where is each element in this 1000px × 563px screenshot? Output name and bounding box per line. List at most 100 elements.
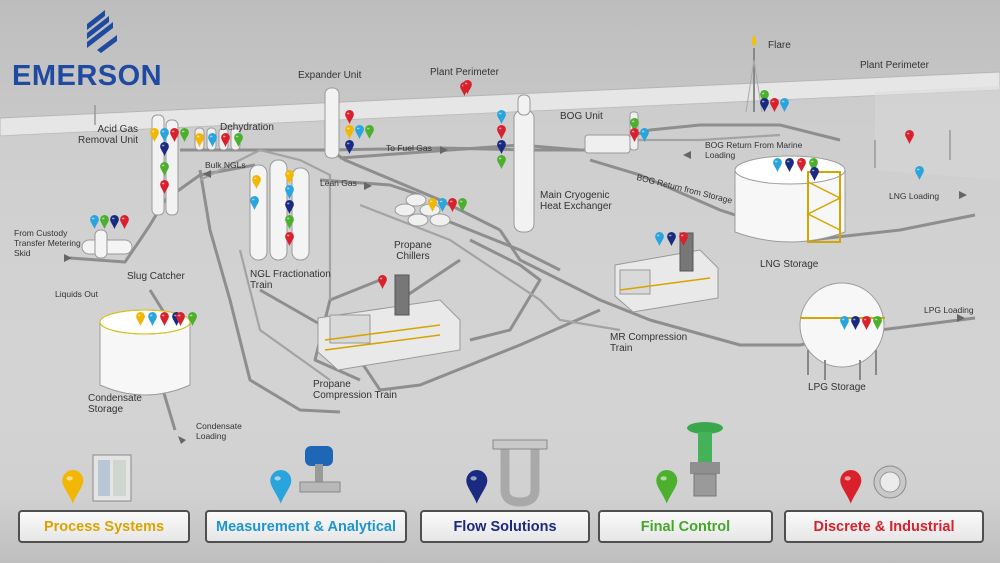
- measurement-map-pin-icon[interactable]: [497, 110, 506, 129]
- flow-map-pin-icon[interactable]: [345, 140, 354, 159]
- label-acid-gas-removal[interactable]: Acid Gas Removal Unit: [78, 124, 139, 146]
- final-map-pin-icon[interactable]: [285, 215, 294, 234]
- process-systems-cabinet: [92, 454, 132, 502]
- measurement-map-pin-icon[interactable]: [915, 166, 924, 185]
- final-map-pin-icon[interactable]: [180, 128, 189, 147]
- measurement-map-pin-icon[interactable]: [148, 312, 157, 331]
- category-final-control-button[interactable]: Final Control: [598, 510, 773, 543]
- discrete-map-pin-icon[interactable]: [170, 128, 179, 147]
- discrete-map-pin-icon[interactable]: [797, 158, 806, 177]
- label-bulk-ngls[interactable]: Bulk NGLs: [205, 160, 246, 170]
- flow-map-pin-icon[interactable]: [760, 98, 769, 117]
- category-process-systems-button[interactable]: Process Systems: [18, 510, 190, 543]
- measurement-map-pin-icon[interactable]: [655, 232, 664, 251]
- measurement-map-pin-icon[interactable]: [438, 198, 447, 217]
- measurement-map-pin-icon[interactable]: [285, 185, 294, 204]
- discrete-map-pin-icon[interactable]: [378, 275, 387, 294]
- measurement-map-pin-icon[interactable]: [250, 196, 259, 215]
- discrete-map-pin-icon[interactable]: [160, 180, 169, 199]
- final-map-pin-icon[interactable]: [760, 90, 769, 109]
- final-map-pin-icon[interactable]: [656, 470, 678, 509]
- label-to-fuel-gas[interactable]: To Fuel Gas: [386, 143, 432, 153]
- ngl-fractionation-columns: [249, 159, 310, 261]
- measurement-map-pin-icon[interactable]: [90, 215, 99, 234]
- label-slug-catcher[interactable]: Slug Catcher: [127, 271, 185, 282]
- label-bog-unit[interactable]: BOG Unit: [560, 111, 603, 122]
- label-main-cryogenic[interactable]: Main Cryogenic Heat Exchanger: [540, 190, 612, 212]
- flow-map-pin-icon[interactable]: [785, 158, 794, 177]
- final-map-pin-icon[interactable]: [497, 155, 506, 174]
- final-map-pin-icon[interactable]: [160, 162, 169, 181]
- process-map-pin-icon[interactable]: [150, 128, 159, 147]
- discrete-map-pin-icon[interactable]: [862, 316, 871, 335]
- category-discrete-button[interactable]: Discrete & Industrial: [784, 510, 984, 543]
- discrete-map-pin-icon[interactable]: [221, 133, 230, 152]
- discrete-map-pin-icon[interactable]: [345, 110, 354, 129]
- process-map-pin-icon[interactable]: [62, 470, 84, 509]
- discrete-map-pin-icon[interactable]: [463, 80, 472, 99]
- flow-map-pin-icon[interactable]: [667, 232, 676, 251]
- flow-map-pin-icon[interactable]: [160, 142, 169, 161]
- discrete-map-pin-icon[interactable]: [120, 215, 129, 234]
- final-map-pin-icon[interactable]: [809, 158, 818, 177]
- discrete-map-pin-icon[interactable]: [448, 198, 457, 217]
- discrete-map-pin-icon[interactable]: [497, 125, 506, 144]
- process-map-pin-icon[interactable]: [136, 312, 145, 331]
- label-expander-unit[interactable]: Expander Unit: [298, 70, 362, 81]
- label-from-custody[interactable]: From Custody Transfer Metering Skid: [14, 228, 81, 258]
- label-condensate-loading[interactable]: Condensate Loading: [196, 421, 242, 441]
- label-bog-return-marine[interactable]: BOG Return From Marine Loading: [705, 140, 803, 160]
- measurement-map-pin-icon[interactable]: [355, 125, 364, 144]
- discrete-map-pin-icon[interactable]: [176, 312, 185, 331]
- measurement-map-pin-icon[interactable]: [270, 470, 292, 509]
- final-map-pin-icon[interactable]: [365, 125, 374, 144]
- label-propane-chillers[interactable]: Propane Chillers: [394, 240, 432, 262]
- flow-map-pin-icon[interactable]: [285, 200, 294, 219]
- measurement-map-pin-icon[interactable]: [160, 128, 169, 147]
- label-lean-gas[interactable]: Lean Gas: [320, 178, 357, 188]
- label-lpg-storage[interactable]: LPG Storage: [808, 382, 866, 393]
- measurement-map-pin-icon[interactable]: [773, 158, 782, 177]
- label-lng-storage[interactable]: LNG Storage: [760, 259, 819, 270]
- label-dehydration[interactable]: Dehydration: [220, 122, 274, 133]
- measurement-map-pin-icon[interactable]: [208, 133, 217, 152]
- label-lng-loading[interactable]: LNG Loading: [889, 191, 940, 201]
- label-propane-compression[interactable]: Propane Compression Train: [313, 379, 397, 401]
- process-map-pin-icon[interactable]: [345, 125, 354, 144]
- discrete-map-pin-icon[interactable]: [630, 128, 639, 147]
- discrete-map-pin-icon[interactable]: [679, 232, 688, 251]
- label-mr-compression[interactable]: MR Compression Train: [610, 332, 688, 354]
- discrete-map-pin-icon[interactable]: [160, 312, 169, 331]
- final-map-pin-icon[interactable]: [630, 118, 639, 137]
- flow-map-pin-icon[interactable]: [110, 215, 119, 234]
- category-measurement-button[interactable]: Measurement & Analytical: [205, 510, 407, 543]
- discrete-map-pin-icon[interactable]: [285, 232, 294, 251]
- measurement-map-pin-icon[interactable]: [840, 316, 849, 335]
- flow-map-pin-icon[interactable]: [810, 167, 819, 186]
- discrete-map-pin-icon[interactable]: [905, 130, 914, 149]
- label-plant-perimeter-1[interactable]: Plant Perimeter: [430, 67, 499, 78]
- label-plant-perimeter-2[interactable]: Plant Perimeter: [860, 60, 929, 71]
- final-map-pin-icon[interactable]: [234, 133, 243, 152]
- label-lpg-loading[interactable]: LPG Loading: [924, 305, 974, 315]
- label-liquids-out[interactable]: Liquids Out: [55, 289, 98, 299]
- process-map-pin-icon[interactable]: [252, 175, 261, 194]
- measurement-map-pin-icon[interactable]: [640, 128, 649, 147]
- final-map-pin-icon[interactable]: [188, 312, 197, 331]
- final-map-pin-icon[interactable]: [873, 316, 882, 335]
- label-flare[interactable]: Flare: [768, 40, 791, 51]
- final-map-pin-icon[interactable]: [100, 215, 109, 234]
- label-ngl-fractionation[interactable]: NGL Fractionation Train: [250, 269, 331, 291]
- flow-map-pin-icon[interactable]: [497, 140, 506, 159]
- measurement-map-pin-icon[interactable]: [780, 98, 789, 117]
- process-map-pin-icon[interactable]: [195, 133, 204, 152]
- category-flow-solutions-button[interactable]: Flow Solutions: [420, 510, 590, 543]
- flow-map-pin-icon[interactable]: [466, 470, 488, 509]
- process-map-pin-icon[interactable]: [285, 170, 294, 189]
- process-map-pin-icon[interactable]: [428, 198, 437, 217]
- final-map-pin-icon[interactable]: [458, 198, 467, 217]
- flow-map-pin-icon[interactable]: [851, 316, 860, 335]
- discrete-map-pin-icon[interactable]: [770, 98, 779, 117]
- discrete-map-pin-icon[interactable]: [840, 470, 862, 509]
- label-condensate-storage[interactable]: Condensate Storage: [88, 393, 142, 415]
